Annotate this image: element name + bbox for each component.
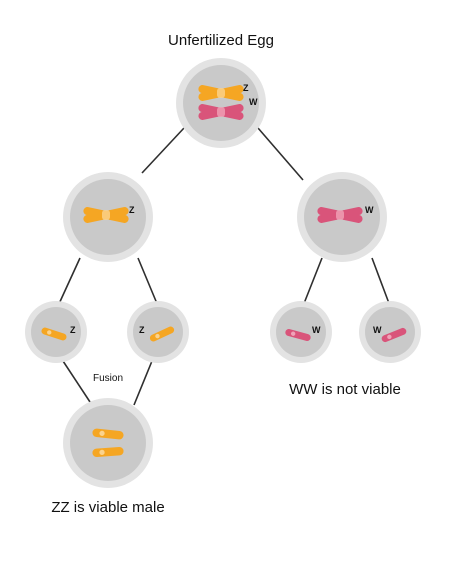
edge-root-left <box>141 127 185 174</box>
edge-leaf2-fused <box>133 360 153 406</box>
mid-left-cell: Z <box>63 172 153 262</box>
root-z-label: Z <box>243 83 249 93</box>
edge-root-right <box>257 127 304 181</box>
fusion-label: Fusion <box>93 373 123 384</box>
mid-right-cell: W <box>297 172 387 262</box>
leaf-cell-1: Z <box>25 301 87 363</box>
root-w-label: W <box>249 97 258 107</box>
leaf-cell-3: W <box>270 301 332 363</box>
mid-left-label: Z <box>129 205 135 215</box>
edge-right-leaf3 <box>302 257 323 307</box>
fused-zz-cell <box>63 398 153 488</box>
leaf-2-label: Z <box>139 325 145 335</box>
leaf-4-label: W <box>373 325 382 335</box>
edge-leaf1-fused <box>62 360 93 406</box>
leaf-1-label: Z <box>70 325 76 335</box>
zz-outcome-label: ZZ is viable male <box>51 499 164 516</box>
edge-left-leaf2 <box>137 257 159 307</box>
leaf-3-label: W <box>312 325 321 335</box>
edge-left-leaf1 <box>57 257 81 307</box>
ww-outcome-label: WW is not viable <box>289 381 401 398</box>
diagram-title: Unfertilized Egg <box>168 32 274 49</box>
tree-edges <box>57 127 391 406</box>
leaf-cell-2: Z <box>127 301 189 363</box>
mid-right-label: W <box>365 205 374 215</box>
root-cell: Z W <box>176 58 266 148</box>
edge-right-leaf4 <box>371 257 391 307</box>
leaf-cell-4: W <box>359 301 421 363</box>
